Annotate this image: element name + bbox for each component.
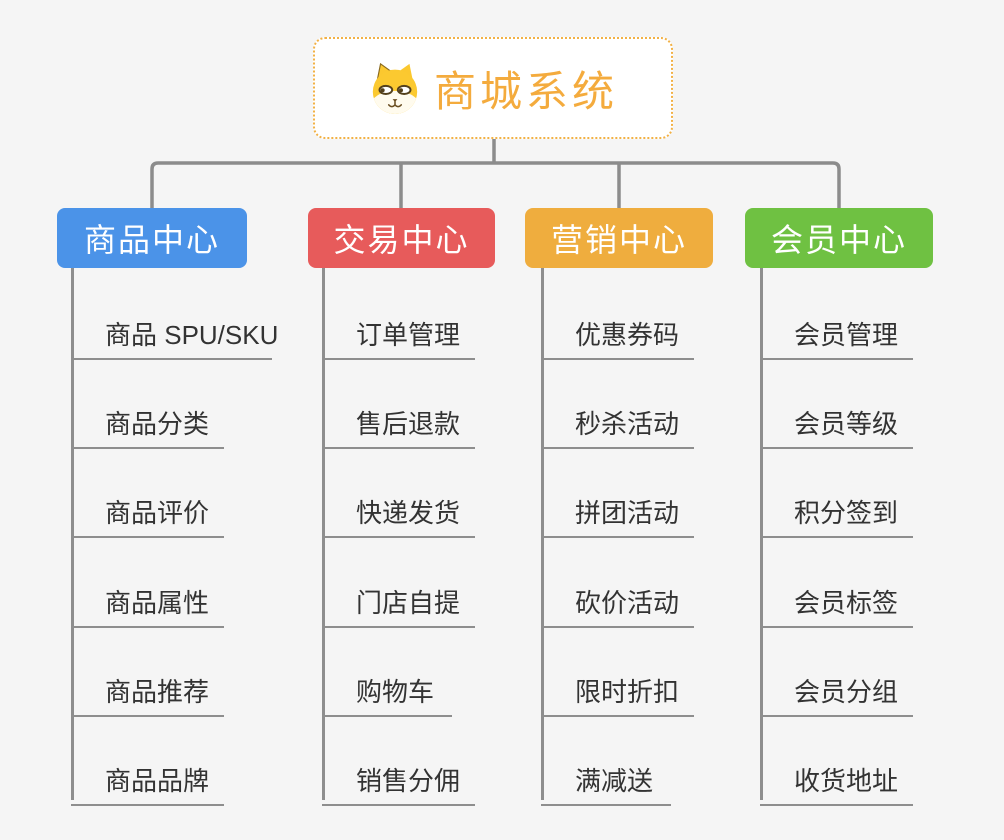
root-title: 商城系统 [433,67,618,115]
branch-label: 交易中心 [333,222,470,258]
child-topic-member-center-1[interactable]: 会员管理 [760,306,913,360]
branch-column-trade-center: 订单管理售后退款快递发货门店自提购物车销售分佣 [322,268,475,806]
branch-column-product-center: 商品 SPU/SKU 商品分类商品评价商品属性商品推荐商品品牌 [71,268,278,806]
dog-face-icon [372,62,418,115]
branch-label: 会员中心 [770,222,907,258]
child-topic-product-center-3[interactable]: 商品评价 [71,484,224,539]
child-topic-member-center-5[interactable]: 会员分组 [760,663,913,717]
branch-label: 商品中心 [83,222,220,258]
child-topic-member-center-6[interactable]: 收货地址 [760,752,913,806]
child-topic-marketing-center-6[interactable]: 满减送 [541,752,671,806]
child-topic-product-center-6[interactable]: 商品品牌 [71,752,224,806]
child-topic-marketing-center-3[interactable]: 拼团活动 [541,484,694,539]
child-topic-trade-center-6[interactable]: 销售分佣 [322,752,475,806]
child-topic-member-center-4[interactable]: 会员标签 [760,574,913,628]
branch-node-trade-center[interactable]: 交易中心 [308,208,495,268]
child-topic-trade-center-4[interactable]: 门店自提 [322,574,475,628]
child-topic-product-center-4[interactable]: 商品属性 [71,574,224,628]
branch-label: 营销中心 [550,222,687,258]
branch-column-member-center: 会员管理会员等级积分签到会员标签会员分组收货地址 [760,268,913,806]
root-node[interactable]: 商城系统 [313,37,673,139]
child-topic-marketing-center-2[interactable]: 秒杀活动 [541,395,694,450]
child-topic-product-center-1[interactable]: 商品 SPU/SKU [71,306,278,360]
child-topic-member-center-2[interactable]: 会员等级 [760,395,913,450]
child-topic-trade-center-3[interactable]: 快递发货 [322,484,475,539]
branch-node-product-center[interactable]: 商品中心 [57,208,247,268]
child-topic-marketing-center-1[interactable]: 优惠券码 [541,306,694,360]
branch-node-member-center[interactable]: 会员中心 [745,208,933,268]
child-topic-marketing-center-4[interactable]: 砍价活动 [541,574,694,628]
child-topic-marketing-center-5[interactable]: 限时折扣 [541,663,694,717]
child-topic-product-center-5[interactable]: 商品推荐 [71,663,224,717]
branch-column-marketing-center: 优惠券码秒杀活动拼团活动砍价活动限时折扣满减送 [541,268,694,806]
child-topic-trade-center-2[interactable]: 售后退款 [322,395,475,450]
child-topic-product-center-2[interactable]: 商品分类 [71,395,224,450]
child-topic-trade-center-1[interactable]: 订单管理 [322,306,475,360]
child-topic-member-center-3[interactable]: 积分签到 [760,484,913,539]
branch-node-marketing-center[interactable]: 营销中心 [525,208,713,268]
child-topic-trade-center-5[interactable]: 购物车 [322,663,452,717]
